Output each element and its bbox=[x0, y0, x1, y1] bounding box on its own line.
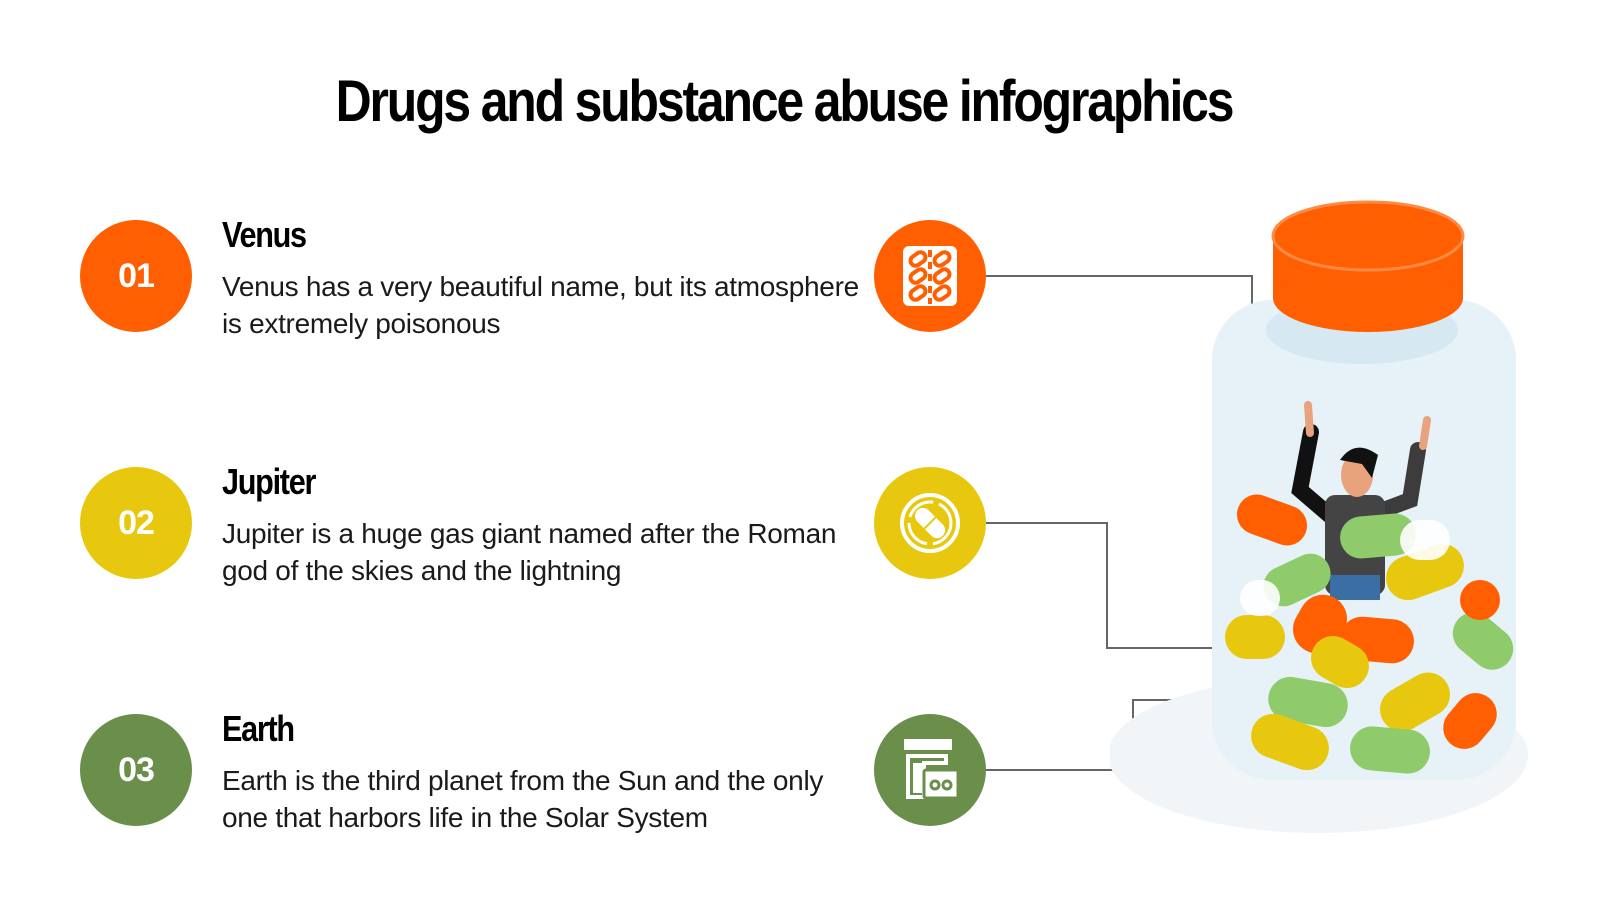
capsule-in-circle-icon-circle bbox=[874, 467, 986, 579]
item-title: Earth bbox=[222, 708, 295, 749]
medicine-bottle-icon bbox=[904, 739, 960, 800]
list-item-venus: 01 Venus Venus has a very beautiful name… bbox=[80, 214, 860, 339]
item-title: Jupiter bbox=[222, 461, 316, 502]
person-trapped-in-pill-jar-illustration bbox=[1110, 200, 1528, 833]
medicine-bottle-icon-circle bbox=[874, 714, 986, 826]
item-title: Venus bbox=[222, 214, 307, 255]
item-description: Earth is the third planet from the Sun a… bbox=[222, 765, 824, 833]
page-title: Drugs and substance abuse infographics bbox=[335, 69, 1235, 134]
number-badge: 03 bbox=[80, 714, 192, 826]
item-description: Venus has a very beautiful name, but its… bbox=[222, 271, 859, 339]
number-badge: 02 bbox=[80, 467, 192, 579]
list-item-earth: 03 Earth Earth is the third planet from … bbox=[80, 708, 860, 833]
list-item-jupiter: 02 Jupiter Jupiter is a huge gas giant n… bbox=[80, 461, 860, 586]
pill-blister-pack-icon-circle bbox=[874, 220, 986, 332]
number-badge: 01 bbox=[80, 220, 192, 332]
item-description: Jupiter is a huge gas giant named after … bbox=[222, 518, 837, 586]
pill-blister-pack-icon bbox=[903, 246, 957, 306]
capsule-in-circle-icon bbox=[900, 493, 960, 553]
